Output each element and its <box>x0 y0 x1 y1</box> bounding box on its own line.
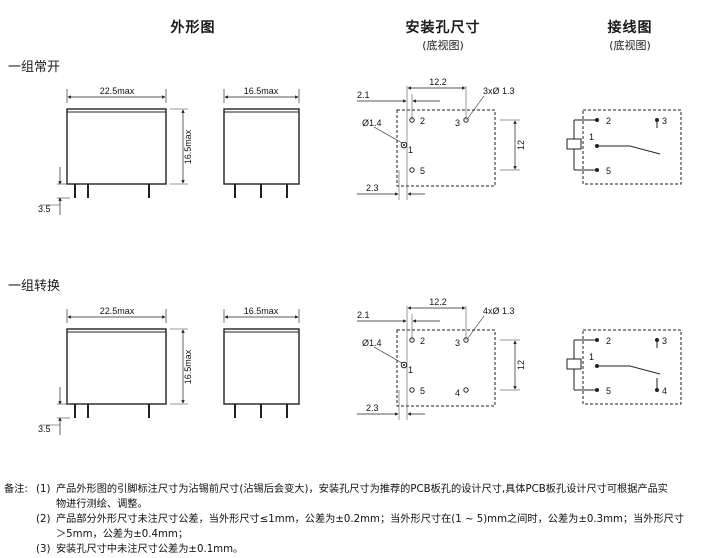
hole-pin-2: 2 <box>420 116 425 126</box>
hole-dim-2-1: 2.1 <box>357 310 370 320</box>
hole-pin-5: 5 <box>420 166 425 176</box>
hole-pin-3: 3 <box>455 118 460 128</box>
holes-subheader: (底视图) <box>422 39 464 52</box>
note-2-text: 产品部分外形尺寸未注尺寸公差，当外形尺寸≤1mm，公差为±0.2mm；当外形尺寸… <box>56 514 685 525</box>
wire-pin-4: 4 <box>662 386 667 396</box>
hole-pin-1: 1 <box>408 145 413 155</box>
wire-pin-1: 1 <box>589 352 594 362</box>
hole-pin-1: 1 <box>408 365 413 375</box>
hole-dim-2-1: 2.1 <box>357 90 370 100</box>
note-1-text: 产品外形图的引脚标注尺寸为沾锡前尺寸(沾锡后会变大)，安装孔尺寸为推荐的PCB板… <box>56 484 668 495</box>
hole-layout-1: 2.1 12.2 3xØ 1.3 Ø1.4 12 2.3 1 2 3 5 <box>357 77 526 200</box>
note-1-line-2: 物进行测绘、调整。 <box>4 497 720 512</box>
front-height-dim: 16.5max <box>183 349 193 384</box>
note-1-text-cont: 物进行测绘、调整。 <box>56 499 148 510</box>
hole-dim-12: 12 <box>516 360 526 370</box>
hole-dim-d1-4: Ø1.4 <box>362 118 382 128</box>
side-view-1: 16.5max <box>223 86 300 198</box>
wire-pin-5: 5 <box>606 166 611 176</box>
wire-pin-5: 5 <box>606 386 611 396</box>
front-height-dim: 16.5max <box>183 129 193 164</box>
hole-dim-2-3: 2.3 <box>366 403 379 413</box>
wire-pin-2: 2 <box>606 116 611 126</box>
hole-pin-4: 4 <box>455 388 460 398</box>
hole-layout-2: 2.1 12.2 4xØ 1.3 Ø1.4 12 2.3 1 2 3 4 5 <box>357 297 526 420</box>
wire-pin-3: 3 <box>662 116 667 126</box>
drawings-canvas: 22.5max 16.5max 3.5 16.5max <box>38 77 682 435</box>
notes-section: 备注: (1) 产品外形图的引脚标注尺寸为沾锡前尺寸(沾锡后会变大)，安装孔尺寸为推… <box>4 482 720 557</box>
hole-pin-5: 5 <box>420 386 425 396</box>
front-width-dim: 22.5max <box>100 86 135 96</box>
wire-pin-1: 1 <box>589 132 594 142</box>
wire-pin-2: 2 <box>606 336 611 346</box>
side-view-2: 16.5max <box>223 306 300 418</box>
hole-dim-3x: 3xØ 1.3 <box>483 86 515 96</box>
side-depth-dim: 16.5max <box>244 306 279 316</box>
group-label-changeover: 一组转换 <box>8 279 61 294</box>
wiring-diagram-2: 2 3 1 5 4 <box>566 329 682 405</box>
hole-dim-12-2: 12.2 <box>429 297 447 307</box>
note-3-line-1: (3) 安装孔尺寸中未注尺寸公差为±0.1mm。 <box>4 542 720 557</box>
wire-pin-3: 3 <box>662 336 667 346</box>
hole-dim-12-2: 12.2 <box>429 77 447 87</box>
hole-pin-3: 3 <box>455 338 460 348</box>
pin-length-dim: 3.5 <box>38 424 51 434</box>
front-view-1: 22.5max 16.5max 3.5 <box>38 86 193 215</box>
hole-dim-2-3: 2.3 <box>366 183 379 193</box>
outline-header: 外形图 <box>170 20 216 36</box>
note-1-line-1: 备注: (1) 产品外形图的引脚标注尺寸为沾锡前尺寸(沾锡后会变大)，安装孔尺寸为推… <box>4 482 720 497</box>
front-width-dim: 22.5max <box>100 306 135 316</box>
note-3-number: (3) <box>36 544 51 555</box>
note-3-text: 安装孔尺寸中未注尺寸公差为±0.1mm。 <box>56 544 244 555</box>
group-label-normally-open: 一组常开 <box>8 60 61 75</box>
note-2-line-2: ＞5mm，公差为±0.4mm； <box>4 527 720 542</box>
wiring-header: 接线图 <box>607 20 653 36</box>
notes-label: 备注: <box>4 484 28 495</box>
hole-dim-d1-4: Ø1.4 <box>362 338 382 348</box>
side-depth-dim: 16.5max <box>244 86 279 96</box>
wiring-subheader: (底视图) <box>609 39 651 52</box>
note-2-number: (2) <box>36 514 51 525</box>
note-2-line-1: (2) 产品部分外形尺寸未注尺寸公差，当外形尺寸≤1mm，公差为±0.2mm；当外… <box>4 512 720 527</box>
hole-dim-12: 12 <box>516 140 526 150</box>
note-2-text-cont: ＞5mm，公差为±0.4mm； <box>56 529 189 540</box>
hole-dim-4x: 4xØ 1.3 <box>483 306 515 316</box>
wiring-diagram-1: 2 3 1 5 <box>566 109 682 185</box>
note-1-number: (1) <box>36 484 51 495</box>
pin-length-dim: 3.5 <box>38 204 51 214</box>
holes-header: 安装孔尺寸 <box>405 20 481 36</box>
hole-pin-2: 2 <box>420 336 425 346</box>
front-view-2: 22.5max 16.5max 3.5 <box>38 306 193 435</box>
